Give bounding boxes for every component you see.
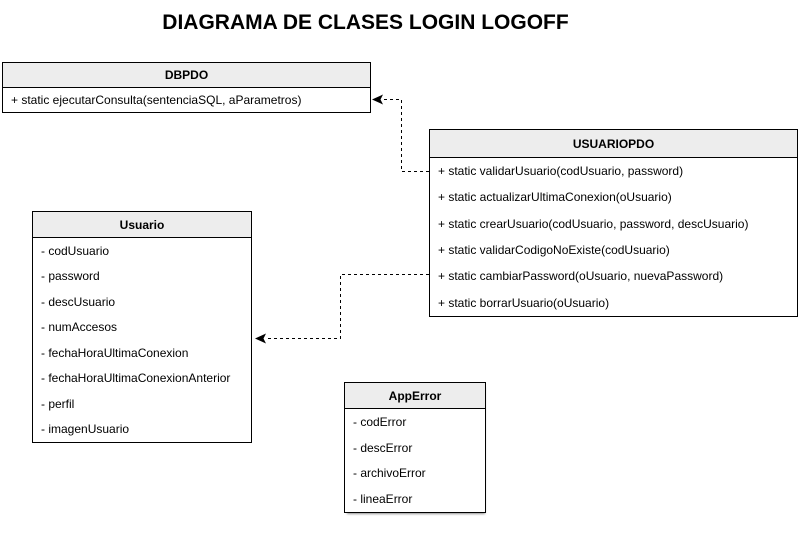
arrowhead [372,94,383,105]
class-member: + static cambiarPassword(oUsuario, nueva… [438,269,724,284]
arrowhead [255,333,266,344]
dashed-line [267,274,429,339]
dependency-arrow-usuariopdo-to-dbpdo [372,94,429,172]
class-member: - imagenUsuario [41,422,130,437]
class-member: - numAccesos [41,320,118,335]
class-member: + static borrarUsuario(oUsuario) [438,295,610,310]
class-members-dbpdo: + static ejecutarConsulta(sentenciaSQL, … [3,88,370,112]
class-member: + static ejecutarConsulta(sentenciaSQL, … [11,93,302,107]
dashed-line [383,99,429,172]
class-name-usuario: Usuario [33,212,251,238]
class-members-apperror: - codError - descError - archivoError - … [345,409,485,512]
class-box-usuario: Usuario - codUsuario - password - descUs… [32,211,252,443]
class-member: - lineaError [353,492,413,507]
class-members-usuariopdo: + static validarUsuario(codUsuario, pass… [430,158,797,316]
class-member: - password [41,269,100,284]
class-member: - descError [353,440,413,455]
class-member: - descUsuario [41,294,116,309]
diagram-title: DIAGRAMA DE CLASES LOGIN LOGOFF [162,11,569,34]
class-name-apperror: AppError [345,383,485,409]
class-member: + static actualizarUltimaConexion(oUsuar… [438,190,672,205]
class-box-apperror: AppError - codError - descError - archiv… [344,382,486,513]
class-member: - fechaHoraUltimaConexion [41,345,189,360]
dependency-arrow-usuariopdo-to-usuario [255,274,429,344]
class-member: - archivoError [353,466,426,481]
class-name-dbpdo: DBPDO [3,63,370,88]
class-member: - fechaHoraUltimaConexionAnterior [41,371,231,386]
class-name-usuariopdo: USUARIOPDO [430,130,797,158]
class-member: + static validarCodigoNoExiste(codUsuari… [438,243,670,258]
class-box-usuariopdo: USUARIOPDO + static validarUsuario(codUs… [429,129,798,317]
class-member: + static crearUsuario(codUsuario, passwo… [438,216,749,231]
class-member: - perfil [41,396,75,411]
class-member: - codError [353,414,407,429]
class-members-usuario: - codUsuario - password - descUsuario - … [33,238,251,442]
class-box-dbpdo: DBPDO + static ejecutarConsulta(sentenci… [2,62,371,113]
class-member: - codUsuario [41,243,110,258]
class-member: + static validarUsuario(codUsuario, pass… [438,164,684,179]
